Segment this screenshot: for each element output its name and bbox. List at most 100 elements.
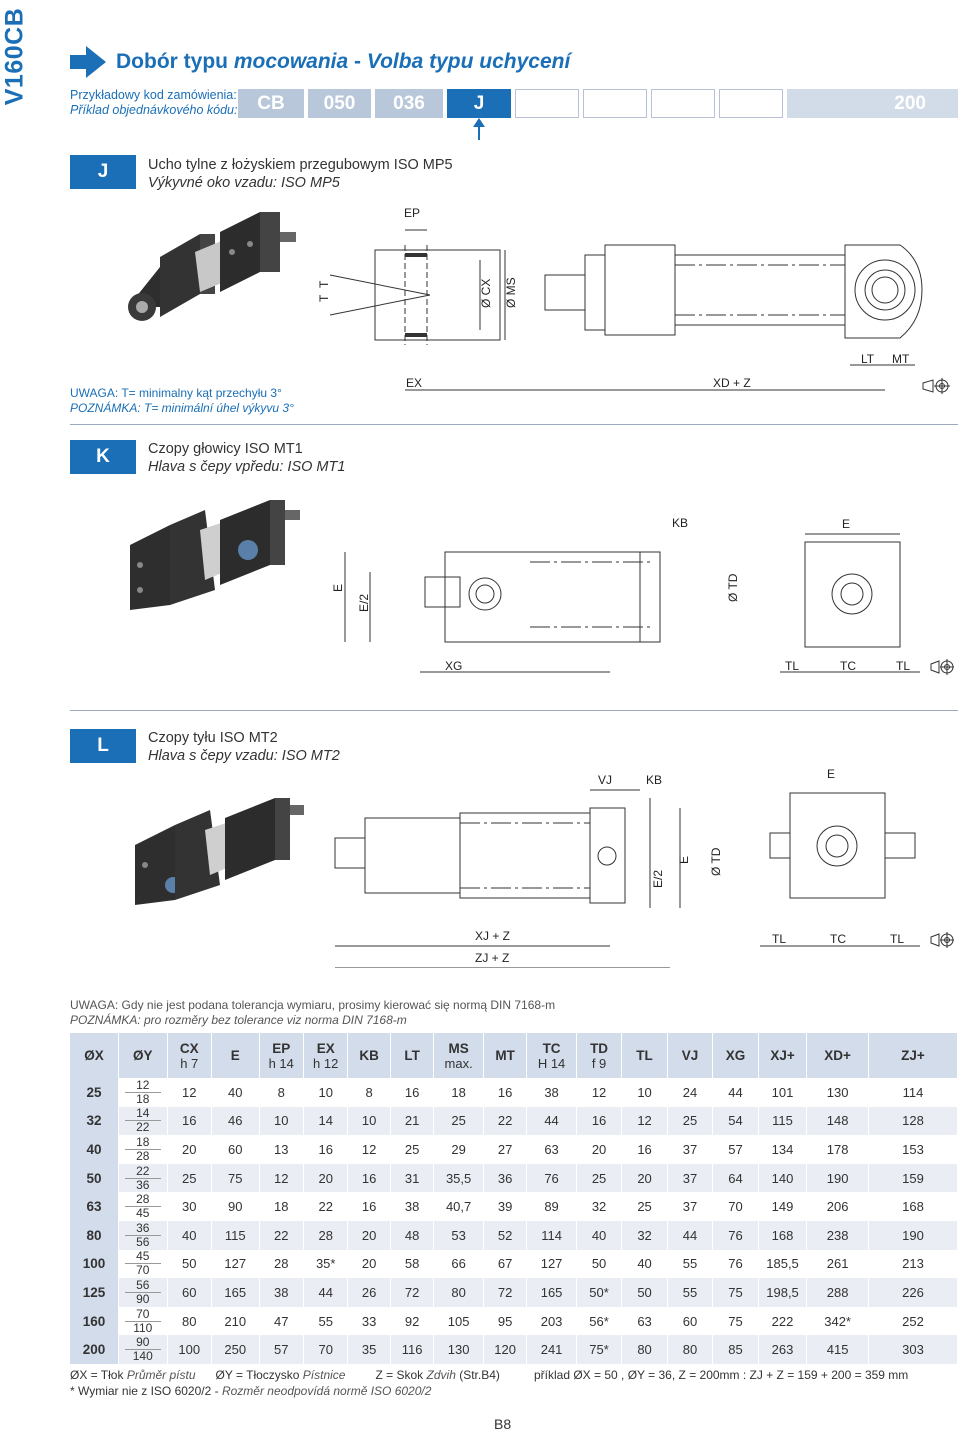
table-cell: 36 — [483, 1163, 528, 1193]
cylinder-rear-eye-render — [128, 212, 296, 321]
order-label: Przykładowy kod zamówienia: Příklad obje… — [70, 88, 237, 118]
section-l-pl: Czopy tyłu ISO MT2 — [148, 730, 278, 746]
table-cell: 54 — [712, 1106, 759, 1136]
legend-z-ref: (Str.B4) — [455, 1368, 500, 1382]
table-cell: 89 — [526, 1192, 577, 1221]
table-cell: 25 — [621, 1192, 668, 1221]
table-cell: 130 — [806, 1078, 869, 1107]
section-j-code: J — [70, 155, 136, 189]
dim-l-tl-left: TL — [772, 932, 786, 946]
table-cell: 13 — [259, 1135, 304, 1164]
dim-l-tc: TC — [830, 932, 846, 946]
table-cell: 190 — [868, 1220, 959, 1250]
header-tolerance: h 12 — [313, 1055, 339, 1071]
table-cell: 252 — [868, 1306, 959, 1336]
table-cell: 57 — [712, 1135, 759, 1164]
order-box-bore: 050 — [308, 89, 371, 118]
table-cell: 21 — [390, 1106, 435, 1136]
header-label: XG — [725, 1048, 746, 1063]
header-label: LT — [404, 1048, 420, 1063]
table-cell: 80 — [621, 1335, 668, 1364]
table-cell: 40,7 — [433, 1192, 484, 1221]
table-cell: 165 — [526, 1278, 577, 1307]
side-tag: V160CB — [0, 0, 30, 112]
table-cell: 114 — [868, 1078, 959, 1107]
table-cell: 16 — [390, 1078, 435, 1107]
table-cell: 75 — [211, 1163, 260, 1193]
table-cell: 66 — [433, 1249, 484, 1279]
title-pl: Dobór typu — [116, 50, 234, 73]
dim-l-zj: ZJ + Z — [475, 951, 509, 965]
header-tolerance: h 7 — [180, 1055, 199, 1071]
order-box-series: CB — [238, 89, 304, 118]
rod-small: 36 — [125, 1221, 161, 1236]
table-header-cell: ØY — [118, 1033, 168, 1078]
table-cell: 38 — [259, 1278, 304, 1307]
header-tolerance: H 14 — [537, 1055, 566, 1071]
table-cell: 22 — [259, 1220, 304, 1250]
rod-large: 140 — [132, 1349, 153, 1364]
note-tilt-pl: UWAGA: T= minimalny kąt przechyłu 3° — [70, 386, 282, 400]
table-cell: 35* — [303, 1249, 349, 1279]
table-cell: 20 — [167, 1135, 213, 1164]
table-cell: 28 — [303, 1220, 349, 1250]
table-cell: 16 — [576, 1106, 623, 1136]
table-cell: 40 — [576, 1220, 623, 1250]
table-cell: 116 — [390, 1335, 435, 1364]
rod-large: 45 — [136, 1206, 150, 1221]
table-header-cell: MT — [483, 1033, 528, 1078]
table-cell: 10 — [259, 1106, 304, 1136]
legend-x-cz: Průměr pístu — [126, 1368, 196, 1382]
table-cell: 12 — [576, 1078, 623, 1107]
rod-large: 110 — [133, 1320, 153, 1335]
table-cell: 95 — [483, 1306, 528, 1336]
table-cell: 37 — [667, 1192, 714, 1221]
table-cell: 128 — [868, 1106, 959, 1136]
table-cell: 56* — [576, 1306, 623, 1336]
table-cell: 60 — [211, 1135, 260, 1164]
title-pl-italic: mocowania — [233, 50, 349, 73]
dim-k-xg: XG — [445, 659, 462, 673]
order-box-mounting: J — [447, 89, 511, 118]
table-cell: 16 — [167, 1106, 213, 1136]
table-cell: 33 — [347, 1306, 391, 1336]
header-label: TC — [542, 1040, 561, 1056]
table-cell: 14 — [303, 1106, 349, 1136]
dim-j-t1: T — [317, 294, 331, 302]
table-cell: 25 — [390, 1135, 435, 1164]
table-cell: 185,5 — [758, 1249, 808, 1279]
table-cell: 114 — [526, 1220, 577, 1250]
arrow-up-icon — [473, 118, 485, 140]
table-cell: 85 — [712, 1335, 759, 1364]
rod-large: 90 — [136, 1291, 150, 1306]
order-box-blank-3 — [651, 89, 715, 118]
table-cell: 415 — [806, 1335, 869, 1364]
section-k-code: K — [70, 440, 136, 474]
table-cell: 165 — [211, 1278, 260, 1307]
legend-y-cz: Pístnice — [302, 1368, 346, 1382]
table-cell: 55 — [667, 1278, 714, 1307]
table-cell: 168 — [868, 1192, 959, 1221]
table-cell: 20 — [347, 1220, 391, 1250]
bore-cell: 25 — [70, 1078, 120, 1107]
table-cell: 38 — [526, 1078, 577, 1107]
table-cell: 148 — [806, 1106, 869, 1136]
legend-z-cz: Zdvih — [426, 1368, 456, 1382]
header-label: ZJ+ — [901, 1048, 925, 1063]
dim-j-mt: MT — [892, 352, 910, 366]
section-j-pl: Ucho tylne z łożyskiem przegubowym ISO M… — [148, 157, 453, 173]
diagram-head-trunnion: E E/2 KB E Ø TD XG TL TC TL — [331, 516, 920, 673]
table-cell: 213 — [868, 1249, 959, 1279]
section-k-pl: Czopy głowicy ISO MT1 — [148, 441, 303, 457]
table-cell: 35 — [347, 1335, 391, 1364]
